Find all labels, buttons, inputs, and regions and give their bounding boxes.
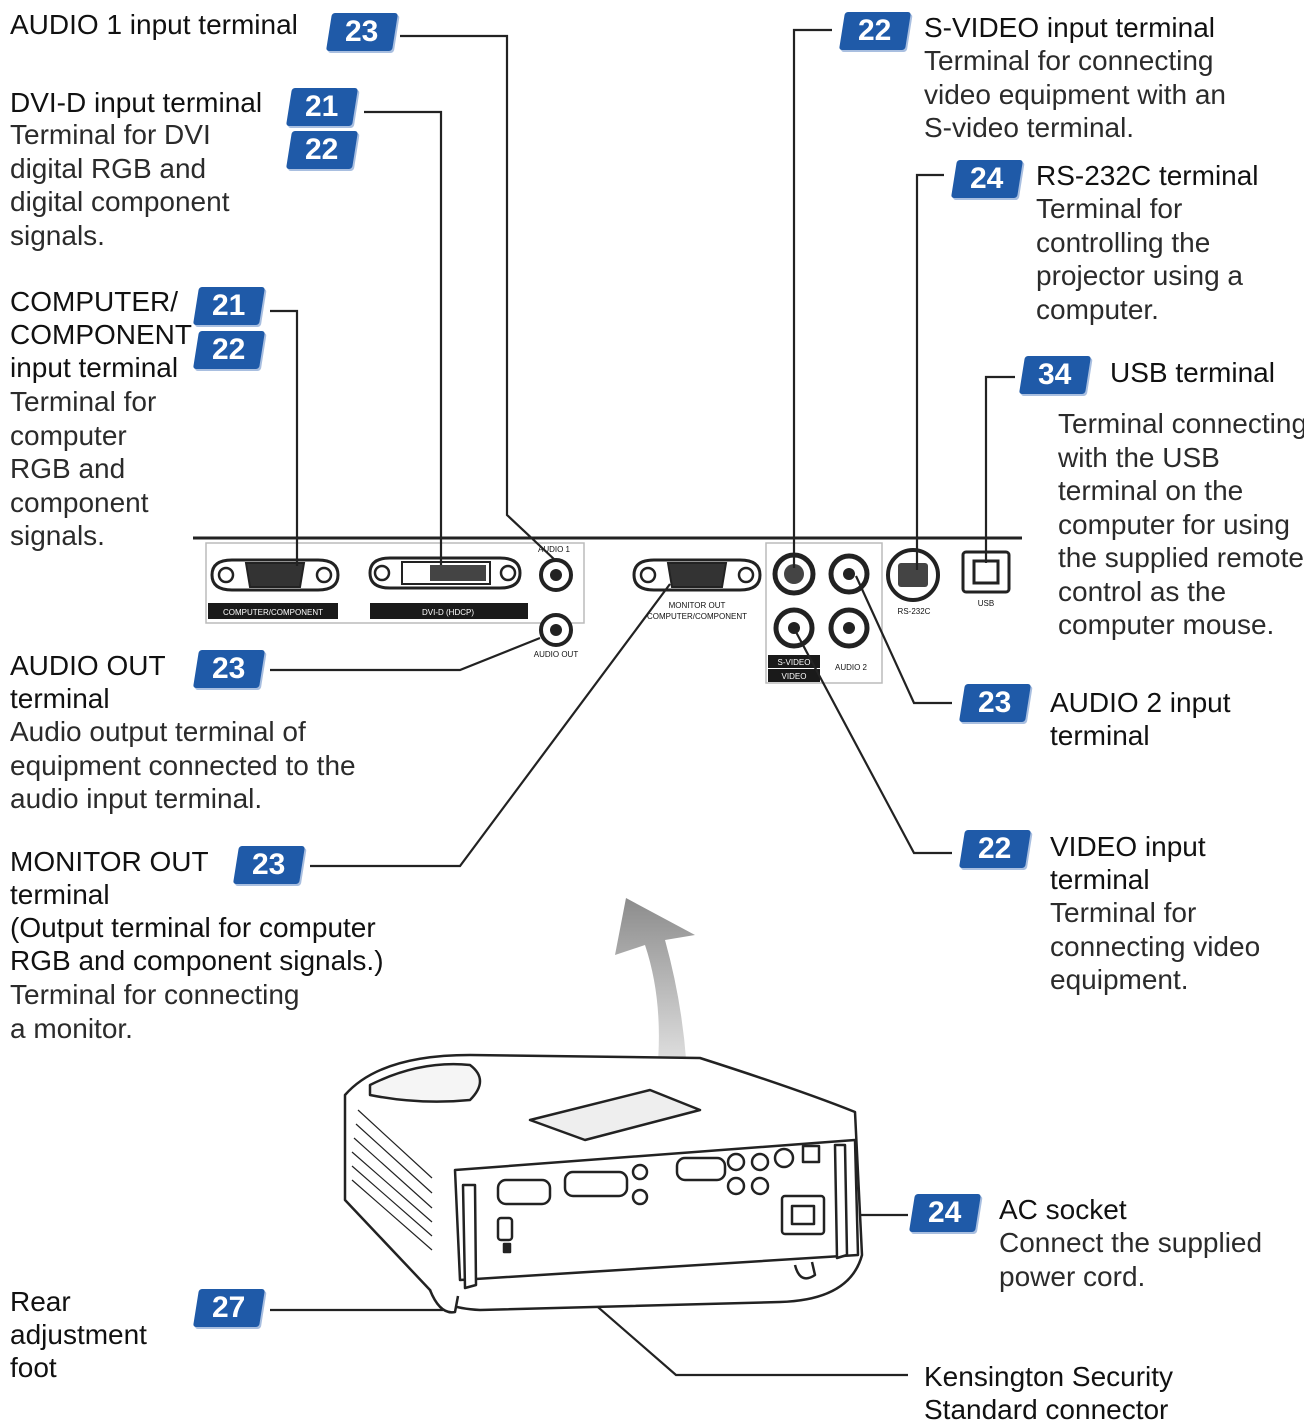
page-ref-badge-dvid-1: 21 xyxy=(285,88,359,126)
page-ref-badge-ac-socket: 24 xyxy=(908,1194,982,1232)
monitor-out-connector: MONITOR OUT COMPUTER/COMPONENT xyxy=(632,558,762,621)
dvid-connector: DVI-D (HDCP) xyxy=(368,556,528,619)
leader-svideo xyxy=(792,28,832,568)
page-ref-badge-rear-foot: 27 xyxy=(192,1289,266,1327)
leader-audio2 xyxy=(854,575,952,705)
leader-monitor-out xyxy=(310,583,671,868)
svideo-title: S-VIDEO input terminal xyxy=(924,12,1215,43)
page-ref-badge-rs232c: 24 xyxy=(950,160,1024,198)
rs232c-connector: RS-232C xyxy=(886,548,940,616)
video-jack xyxy=(773,607,815,649)
panel-label-svideo: S-VIDEO xyxy=(778,658,811,667)
page-ref-badge-computer-2: 22 xyxy=(192,331,266,369)
computer-component-connector: COMPUTER/COMPONENT xyxy=(208,558,340,619)
page-ref-badge-usb: 34 xyxy=(1018,356,1092,394)
page-ref-badge-audio1: 23 xyxy=(325,13,399,51)
panel-label-audio1: AUDIO 1 xyxy=(538,545,571,554)
audio2-jack-bottom xyxy=(828,607,870,649)
leader-rs232c xyxy=(915,173,944,570)
leader-usb xyxy=(984,375,1015,563)
panel-label-monitor-out-1: MONITOR OUT xyxy=(669,601,726,610)
ac-socket-title: AC socket xyxy=(999,1194,1127,1225)
page-ref-badge-audio2: 23 xyxy=(958,684,1032,722)
panel-label-computer-component: COMPUTER/COMPONENT xyxy=(223,608,323,617)
leader-video xyxy=(795,631,952,855)
audio1-jack: AUDIO 1 xyxy=(538,545,573,592)
usb-connector: USB xyxy=(961,550,1011,608)
leader-dvid xyxy=(364,110,443,565)
panel-label-video: VIDEO xyxy=(782,672,807,681)
page-ref-badge-computer-1: 21 xyxy=(192,287,266,325)
panel-label-audio2: AUDIO 2 xyxy=(835,663,868,672)
panel-label-rs232c: RS-232C xyxy=(898,607,931,616)
terminal-panel: COMPUTER/COMPONENT DVI-D (HDCP) AUDIO 1 … xyxy=(193,536,1022,684)
leader-computer xyxy=(270,309,299,566)
leader-audio1 xyxy=(400,34,556,561)
page-ref-badge-video: 22 xyxy=(958,830,1032,868)
audio-out-jack: AUDIO OUT xyxy=(534,613,579,659)
page-ref-badge-dvid-2: 22 xyxy=(285,131,359,169)
projector-illustration xyxy=(343,1053,864,1314)
usb-title: USB terminal xyxy=(1110,357,1275,388)
dvid-title: DVI-D input terminal xyxy=(10,87,263,118)
panel-label-audio-out: AUDIO OUT xyxy=(534,650,579,659)
computer-title: COMPUTER/COMPONENT input terminal xyxy=(10,286,192,383)
rs232c-title: RS-232C terminal xyxy=(1036,160,1259,191)
page-ref-badge-svideo: 22 xyxy=(838,12,912,50)
page-ref-badge-audio-out: 23 xyxy=(192,650,266,688)
leader-audio-out xyxy=(270,636,541,672)
panel-label-dvid: DVI-D (HDCP) xyxy=(422,608,474,617)
panel-label-usb: USB xyxy=(978,599,994,608)
audio1-title: AUDIO 1 input terminal xyxy=(10,9,298,40)
panel-label-monitor-out-2: COMPUTER/COMPONENT xyxy=(647,612,747,621)
page-ref-badge-monitor-out: 23 xyxy=(232,846,306,884)
